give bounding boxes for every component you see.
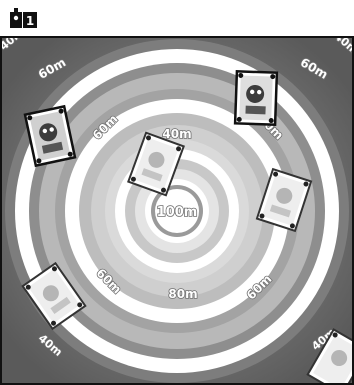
target-board: 100m 40m 80m 60m 60m 60m 60m 60m 60m 40m… <box>0 36 354 385</box>
figure-icon: 1 <box>10 8 38 32</box>
ring-label-inner-top: 40m <box>162 127 191 141</box>
card-top-right[interactable] <box>235 71 277 124</box>
ring-label-inner-bottom: 80m <box>168 287 197 301</box>
ring-label-center: 100m <box>157 205 198 220</box>
figure-number: 1 <box>26 14 34 28</box>
